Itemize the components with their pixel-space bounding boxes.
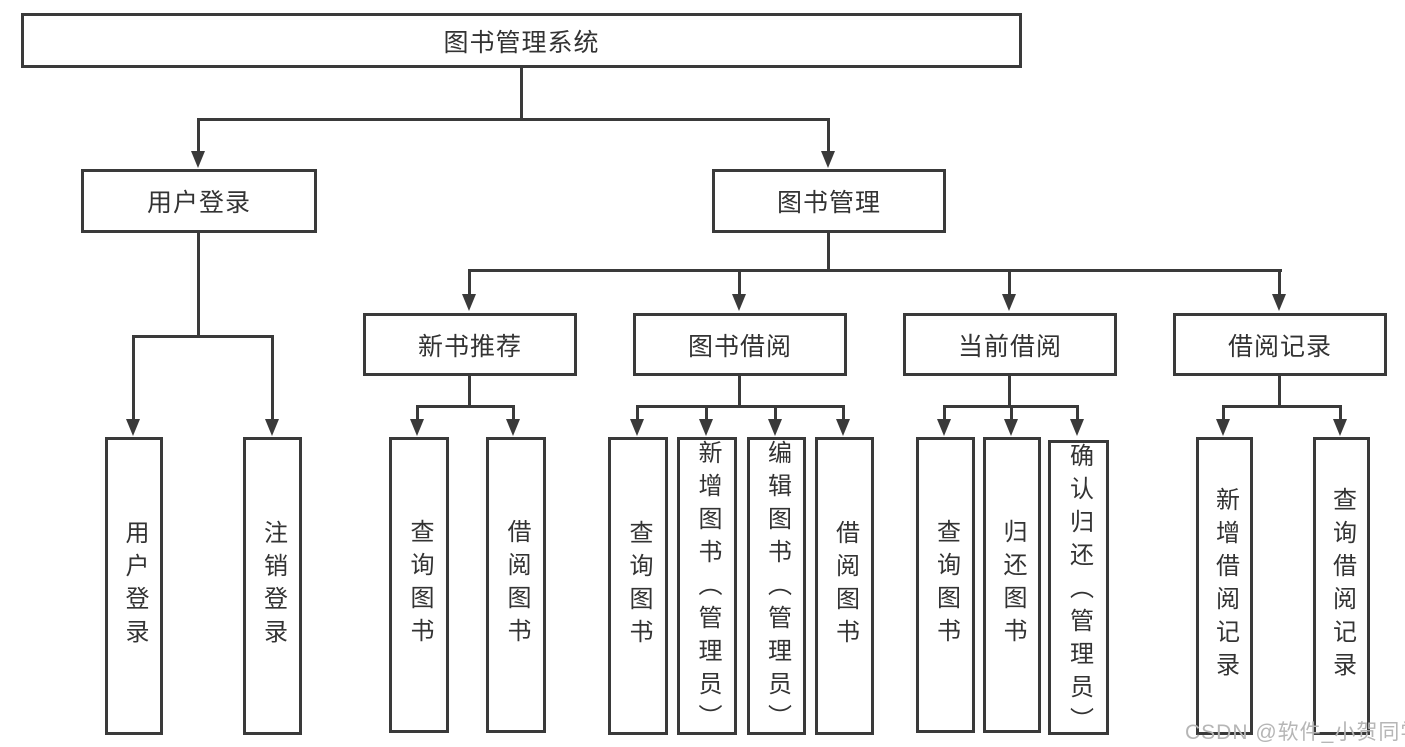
arrowhead-down-icon (191, 151, 205, 168)
connector-stub (827, 118, 830, 153)
leaf-borrow-books-1: 借阅图书 (486, 437, 546, 733)
connector-leaf-rail (636, 405, 845, 408)
node-label: 新增图书（管理员） (694, 440, 721, 737)
node-book-borrowing: 图书借阅 (633, 313, 847, 376)
node-label: 查询借阅记录 (1328, 487, 1356, 685)
node-label: 借阅图书 (503, 519, 530, 651)
connector-stub (1076, 405, 1079, 421)
node-library-management-system: 图书管理系统 (21, 13, 1022, 68)
node-label: 查询图书 (625, 520, 652, 652)
leaf-query-borrow-record: 查询借阅记录 (1313, 437, 1370, 735)
leaf-borrow-books-2: 借阅图书 (815, 437, 874, 735)
node-label: 新增借阅记录 (1211, 487, 1239, 685)
connector-bookmgmt-drop (827, 232, 830, 271)
node-label: 查询图书 (406, 519, 433, 651)
connector-level3-rail (468, 269, 1282, 272)
node-label: 用户登录 (146, 189, 251, 217)
csdn-watermark: CSDN @软件_小贺同学 (1185, 721, 1405, 744)
leaf-edit-books-admin: 编辑图书（管理员） (747, 437, 806, 737)
node-borrowing-records: 借阅记录 (1173, 313, 1387, 376)
connector-stub (197, 118, 200, 153)
leaf-confirm-return-admin: 确认归还（管理员） (1048, 440, 1109, 740)
node-user-login: 用户登录 (81, 169, 317, 233)
leaf-return-books: 归还图书 (983, 437, 1041, 733)
arrowhead-down-icon (1002, 294, 1016, 311)
connector-stub (636, 405, 639, 421)
connector-section-drop (1278, 376, 1281, 407)
arrowhead-down-icon (462, 294, 476, 311)
connector-leaf-rail (1222, 405, 1342, 408)
arrowhead-down-icon (1333, 419, 1347, 436)
connector-section-drop (1008, 376, 1011, 407)
node-label: 用户登录 (121, 520, 148, 652)
connector-stub (1010, 405, 1013, 421)
connector-stub (1278, 269, 1281, 296)
node-label: 归还图书 (999, 519, 1026, 651)
arrowhead-down-icon (937, 419, 951, 436)
connector-section-drop (468, 376, 471, 407)
arrowhead-down-icon (410, 419, 424, 436)
connector-root-drop (520, 68, 523, 120)
arrowhead-down-icon (1272, 294, 1286, 311)
arrowhead-down-icon (732, 294, 746, 311)
arrowhead-down-icon (126, 419, 140, 436)
leaf-add-borrow-record: 新增借阅记录 (1196, 437, 1253, 735)
arrowhead-down-icon (265, 419, 279, 436)
connector-userlogin-drop (197, 233, 200, 337)
leaf-query-books-3: 查询图书 (916, 437, 975, 733)
connector-level2-rail (197, 118, 830, 121)
node-label: 图书管理系统 (443, 28, 600, 57)
connector-stub (774, 405, 777, 421)
connector-stub (271, 335, 274, 421)
connector-section-drop (738, 376, 741, 407)
arrowhead-down-icon (1216, 419, 1230, 436)
node-current-borrowing: 当前借阅 (903, 313, 1117, 376)
node-label: 图书管理 (776, 189, 881, 217)
leaf-user-login: 用户登录 (105, 437, 163, 735)
leaf-query-books-2: 查询图书 (608, 437, 668, 735)
connector-stub (705, 405, 708, 421)
node-label: 确认归还（管理员） (1065, 443, 1093, 740)
connector-stub (1339, 405, 1342, 421)
node-label: 编辑图书（管理员） (763, 440, 791, 737)
arrowhead-down-icon (821, 151, 835, 168)
connector-stub (1222, 405, 1225, 421)
connector-stub (416, 405, 419, 421)
connector-stub (132, 335, 135, 421)
arrowhead-down-icon (768, 419, 782, 436)
arrowhead-down-icon (836, 419, 850, 436)
leaf-logout: 注销登录 (243, 437, 302, 735)
connector-stub (943, 405, 946, 421)
node-book-management: 图书管理 (712, 169, 946, 233)
connector-stub (1008, 269, 1011, 296)
arrowhead-down-icon (1004, 419, 1018, 436)
node-label: 借阅图书 (831, 520, 859, 652)
arrowhead-down-icon (506, 419, 520, 436)
leaf-query-books-1: 查询图书 (389, 437, 449, 733)
connector-userlogin-rail (132, 335, 274, 338)
node-label: 新书推荐 (417, 332, 522, 361)
arrowhead-down-icon (630, 419, 644, 436)
connector-leaf-rail (416, 405, 515, 408)
connector-stub (468, 269, 471, 296)
connector-stub (842, 405, 845, 421)
connector-stub (738, 269, 741, 296)
node-label: 借阅记录 (1227, 332, 1332, 361)
arrowhead-down-icon (699, 419, 713, 436)
node-label: 当前借阅 (957, 332, 1062, 361)
node-label: 查询图书 (932, 519, 960, 651)
connector-stub (512, 405, 515, 421)
node-label: 图书借阅 (687, 332, 792, 361)
arrowhead-down-icon (1070, 419, 1084, 436)
node-label: 注销登录 (259, 520, 287, 652)
leaf-add-books-admin: 新增图书（管理员） (677, 437, 737, 737)
node-new-book-recommendation: 新书推荐 (363, 313, 577, 376)
